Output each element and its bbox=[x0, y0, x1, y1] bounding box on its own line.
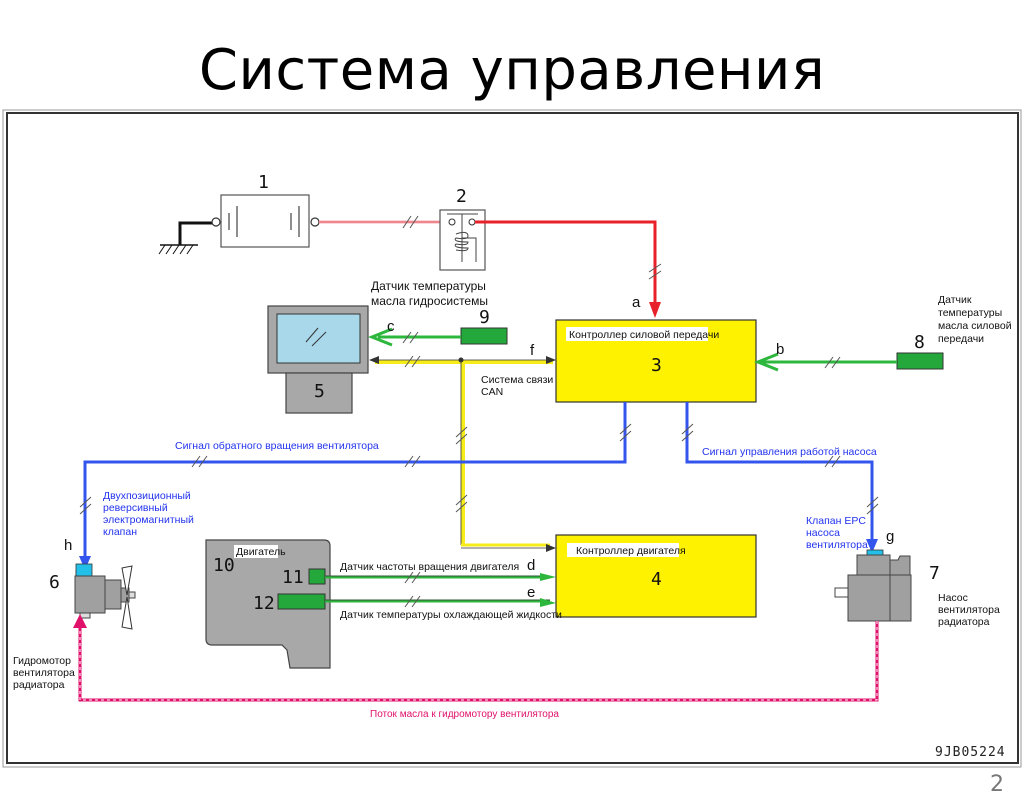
signal-label-e: e bbox=[527, 584, 535, 601]
svg-text:вентилятора: вентилятора bbox=[938, 604, 1000, 616]
power-wire-a: a bbox=[475, 220, 662, 318]
signal-label-g: g bbox=[886, 528, 894, 545]
oil-flow-label: Поток масла к гидромотору вентилятора bbox=[370, 709, 559, 720]
fan-pump-number: 7 bbox=[929, 563, 940, 584]
svg-text:насоса: насоса bbox=[806, 527, 840, 539]
svg-text:Насос: Насос bbox=[938, 592, 968, 604]
relay: 2 bbox=[439, 186, 486, 271]
svg-text:клапан: клапан bbox=[103, 526, 137, 538]
signal-label-h: h bbox=[64, 537, 72, 554]
engine: Двигатель 10 11 12 bbox=[205, 539, 331, 669]
drawing-code: 9JB05224 bbox=[935, 745, 1006, 760]
engine-controller: Контроллер двигателя 4 bbox=[555, 534, 757, 618]
fan-motor: 6 Гидромотор вентилятора радиатора bbox=[13, 563, 136, 691]
monitor: 5 bbox=[267, 305, 369, 414]
can-label-line1: Система связи bbox=[481, 374, 553, 386]
svg-text:масла силовой: масла силовой bbox=[938, 320, 1012, 332]
transmission-controller-label: Контроллер силовой передачи bbox=[569, 329, 719, 341]
can-bus-line: f Система связи CAN bbox=[369, 342, 556, 552]
relay-number: 2 bbox=[456, 186, 467, 207]
slide-title: Система управления bbox=[198, 38, 826, 103]
engine-label: Двигатель bbox=[236, 546, 286, 558]
sensor-8-number: 8 bbox=[914, 332, 925, 353]
fan-reverse-signal-label: Сигнал обратного вращения вентилятора bbox=[175, 440, 379, 452]
svg-text:передачи: передачи bbox=[938, 333, 984, 345]
svg-text:Клапан EPC: Клапан EPC bbox=[806, 515, 866, 527]
engine-number: 10 bbox=[213, 555, 235, 576]
sensor-11-number: 11 bbox=[282, 567, 304, 588]
signal-label-b: b bbox=[776, 341, 784, 358]
svg-text:вентилятора: вентилятора bbox=[13, 667, 75, 679]
hyd-oil-temp-sensor: 9 c bbox=[367, 307, 508, 347]
engine-sensor-lines: Датчик частоты вращения двигателя Датчик… bbox=[325, 557, 562, 621]
svg-text:вентилятора: вентилятора bbox=[806, 539, 868, 551]
transmission-controller-number: 3 bbox=[651, 355, 662, 376]
svg-text:радиатора: радиатора bbox=[938, 616, 990, 628]
battery: 1 bbox=[211, 172, 320, 248]
can-label-line2: CAN bbox=[481, 386, 503, 398]
svg-text:масла гидросистемы: масла гидросистемы bbox=[371, 294, 488, 308]
coolant-temp-sensor-label: Датчик температуры охлаждающей жидкости bbox=[340, 609, 562, 621]
signal-label-c: c bbox=[387, 318, 395, 335]
pump-control-signal-line: Сигнал управления работой насоса Клапан … bbox=[681, 402, 894, 553]
pump-control-signal-label: Сигнал управления работой насоса bbox=[702, 446, 877, 458]
monitor-number: 5 bbox=[314, 381, 325, 402]
battery-relay-wire bbox=[319, 215, 447, 229]
signal-label-d: d bbox=[527, 557, 535, 574]
svg-text:электромагнитный: электромагнитный bbox=[103, 514, 194, 526]
signal-label-f: f bbox=[530, 342, 535, 359]
svg-text:Датчик: Датчик bbox=[938, 294, 972, 306]
svg-text:температуры: температуры bbox=[938, 307, 1002, 319]
diagram-frame bbox=[2, 109, 1022, 768]
engine-controller-number: 4 bbox=[651, 569, 662, 590]
page-number: 2 bbox=[990, 772, 1004, 797]
signal-label-a: a bbox=[632, 294, 641, 311]
engine-speed-sensor-label: Датчик частоты вращения двигателя bbox=[340, 561, 519, 573]
sensor-12-number: 12 bbox=[253, 593, 275, 614]
transmission-controller: Контроллер силовой передачи 3 bbox=[555, 319, 757, 403]
svg-text:Двухпозиционный: Двухпозиционный bbox=[103, 490, 191, 502]
ground-icon bbox=[158, 221, 220, 255]
fan-pump: 7 Насос вентилятора радиатора bbox=[834, 549, 1000, 628]
fan-motor-number: 6 bbox=[49, 572, 60, 593]
sensor-9-number: 9 bbox=[479, 307, 490, 328]
svg-text:реверсивный: реверсивный bbox=[103, 502, 168, 514]
engine-controller-label: Контроллер двигателя bbox=[576, 545, 686, 557]
fan-reverse-signal-line: Сигнал обратного вращения вентилятора Дв… bbox=[64, 402, 632, 570]
svg-text:радиатора: радиатора bbox=[13, 679, 65, 691]
svg-text:Датчик температуры: Датчик температуры bbox=[371, 279, 486, 293]
oil-flow-line: Поток масла к гидромотору вентилятора bbox=[73, 614, 879, 720]
hyd-oil-temp-sensor-label: Датчик температуры масла гидросистемы bbox=[371, 279, 488, 308]
battery-number: 1 bbox=[258, 172, 269, 193]
svg-text:Гидромотор: Гидромотор bbox=[13, 655, 71, 667]
trans-oil-temp-sensor: 8 b Датчик температуры масла силовой пер… bbox=[753, 294, 1012, 372]
